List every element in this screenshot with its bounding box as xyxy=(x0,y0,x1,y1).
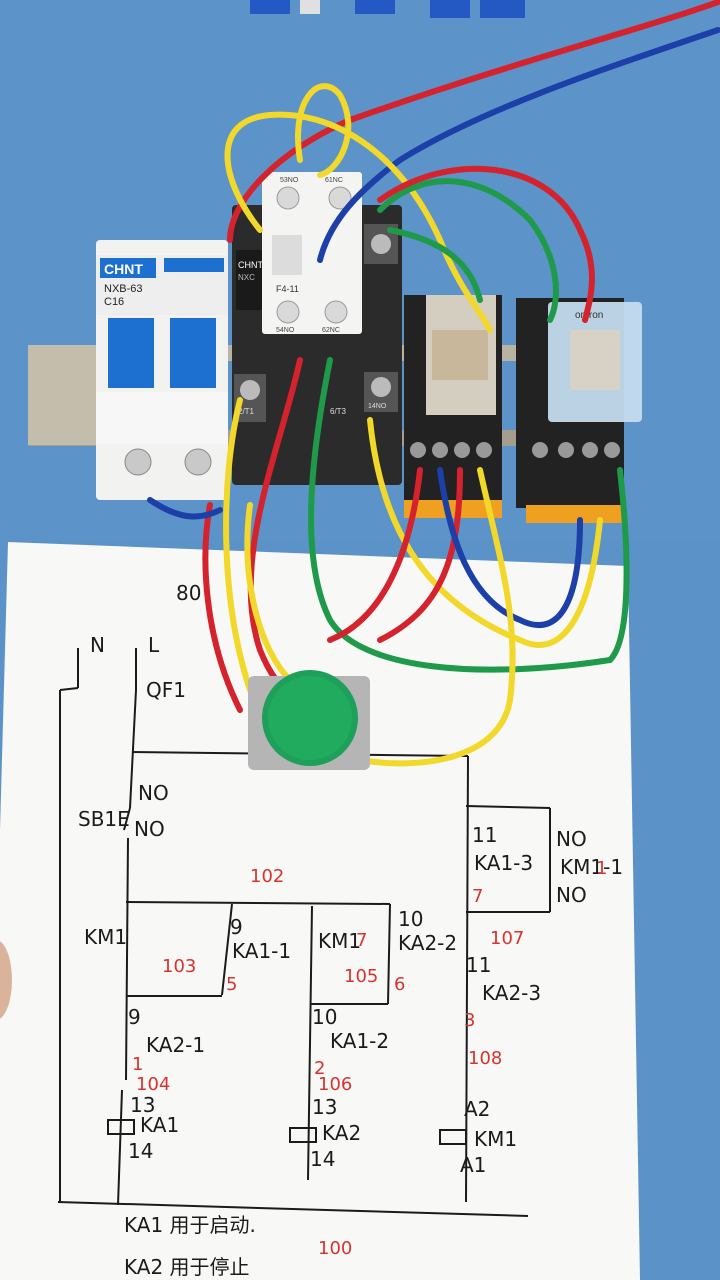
label-n: N xyxy=(90,633,105,657)
label-103: 103 xyxy=(162,956,196,977)
label-ka1-3: KA1-3 xyxy=(474,851,533,875)
contactor-terminal-2: 6/T3 xyxy=(330,407,347,416)
label-106: 106 xyxy=(318,1074,352,1095)
contactor-brand: CHNT xyxy=(238,260,263,270)
label-11b: 11 xyxy=(466,953,491,977)
finger xyxy=(0,941,12,1019)
label-qf1: QF1 xyxy=(146,678,186,702)
label-km1-1-no-bottom: NO xyxy=(556,883,587,907)
label-ka2-3: KA2-3 xyxy=(482,981,541,1005)
aux-block-model: F4-11 xyxy=(276,284,299,294)
label-ka1-1: KA1-1 xyxy=(232,939,291,963)
label-km1-1-no-top: NO xyxy=(556,827,587,851)
relay-2: omron xyxy=(516,298,642,523)
label-no-1: NO xyxy=(138,781,169,805)
note-ka2: KA2 用于停止 xyxy=(124,1255,250,1279)
label-5: 5 xyxy=(226,974,237,995)
label-9b: 9 xyxy=(128,1005,141,1029)
label-ka2-1: KA2-1 xyxy=(146,1033,205,1057)
label-sb1e: SB1E xyxy=(78,807,130,831)
label-km1-mid: KM1 xyxy=(318,929,361,953)
label-105: 105 xyxy=(344,966,378,987)
aux-top-right: 61NC xyxy=(325,177,343,184)
schematic-paper xyxy=(0,542,640,1280)
label-7: 7 xyxy=(472,886,483,907)
label-9a: 9 xyxy=(230,915,243,939)
label-2: 2 xyxy=(314,1058,325,1079)
label-3: 3 xyxy=(464,1010,475,1031)
label-107: 107 xyxy=(490,928,524,949)
contactor: CHNT NXC 53NO 61NC F4-11 54NO 62NC 2/T1 … xyxy=(232,172,402,485)
label-6: 6 xyxy=(394,974,405,995)
breaker-model: NXB-63 xyxy=(104,283,143,295)
label-coil-ka1: KA1 xyxy=(140,1113,179,1137)
label-ka1-2: KA1-2 xyxy=(330,1029,389,1053)
label-1r: 1 xyxy=(596,858,607,879)
label-11a: 11 xyxy=(472,823,497,847)
label-ka2-2: KA2-2 xyxy=(398,931,457,955)
label-km1-left: KM1 xyxy=(84,925,127,949)
label-13b: 13 xyxy=(312,1095,337,1119)
label-coil-ka2: KA2 xyxy=(322,1121,361,1145)
aux-bottom-left: 54NO xyxy=(276,327,295,334)
label-a2: A2 xyxy=(464,1097,490,1121)
top-terminal-blocks xyxy=(250,0,525,18)
circuit-breaker: CHNT NXB-63 C16 xyxy=(96,240,228,500)
label-10b: 10 xyxy=(312,1005,337,1029)
label-14b: 14 xyxy=(310,1147,335,1171)
schematic-title: 80 xyxy=(176,581,201,605)
label-7b: 7 xyxy=(356,930,367,951)
label-km1-1: KM1-1 xyxy=(560,855,623,879)
note-ka1: KA1 用于启动. xyxy=(124,1213,256,1237)
label-coil-km1: KM1 xyxy=(474,1127,517,1151)
breaker-rating: C16 xyxy=(104,296,124,308)
aux-top-left: 53NO xyxy=(280,177,299,184)
label-a1: A1 xyxy=(460,1153,486,1177)
contactor-terminal-1: 2/T1 xyxy=(238,407,255,416)
push-button-icon[interactable] xyxy=(248,670,370,770)
schematic-labels: 80 N L QF1 SB1E NO NO KM1 KA1-1 KM1 KA2-… xyxy=(78,581,623,1279)
label-100: 100 xyxy=(318,1238,352,1259)
label-13a: 13 xyxy=(130,1093,155,1117)
label-no-2: NO xyxy=(134,817,165,841)
label-102: 102 xyxy=(250,866,284,887)
breaker-brand: CHNT xyxy=(104,261,143,277)
contactor-series: NXC xyxy=(238,273,255,282)
contactor-terminal-3: 14NO xyxy=(368,403,387,410)
aux-bottom-right: 62NC xyxy=(322,327,340,334)
label-l: L xyxy=(148,633,160,657)
label-14a: 14 xyxy=(128,1139,153,1163)
label-1: 1 xyxy=(132,1054,143,1075)
label-104: 104 xyxy=(136,1074,170,1095)
label-10a: 10 xyxy=(398,907,423,931)
label-108: 108 xyxy=(468,1048,502,1069)
